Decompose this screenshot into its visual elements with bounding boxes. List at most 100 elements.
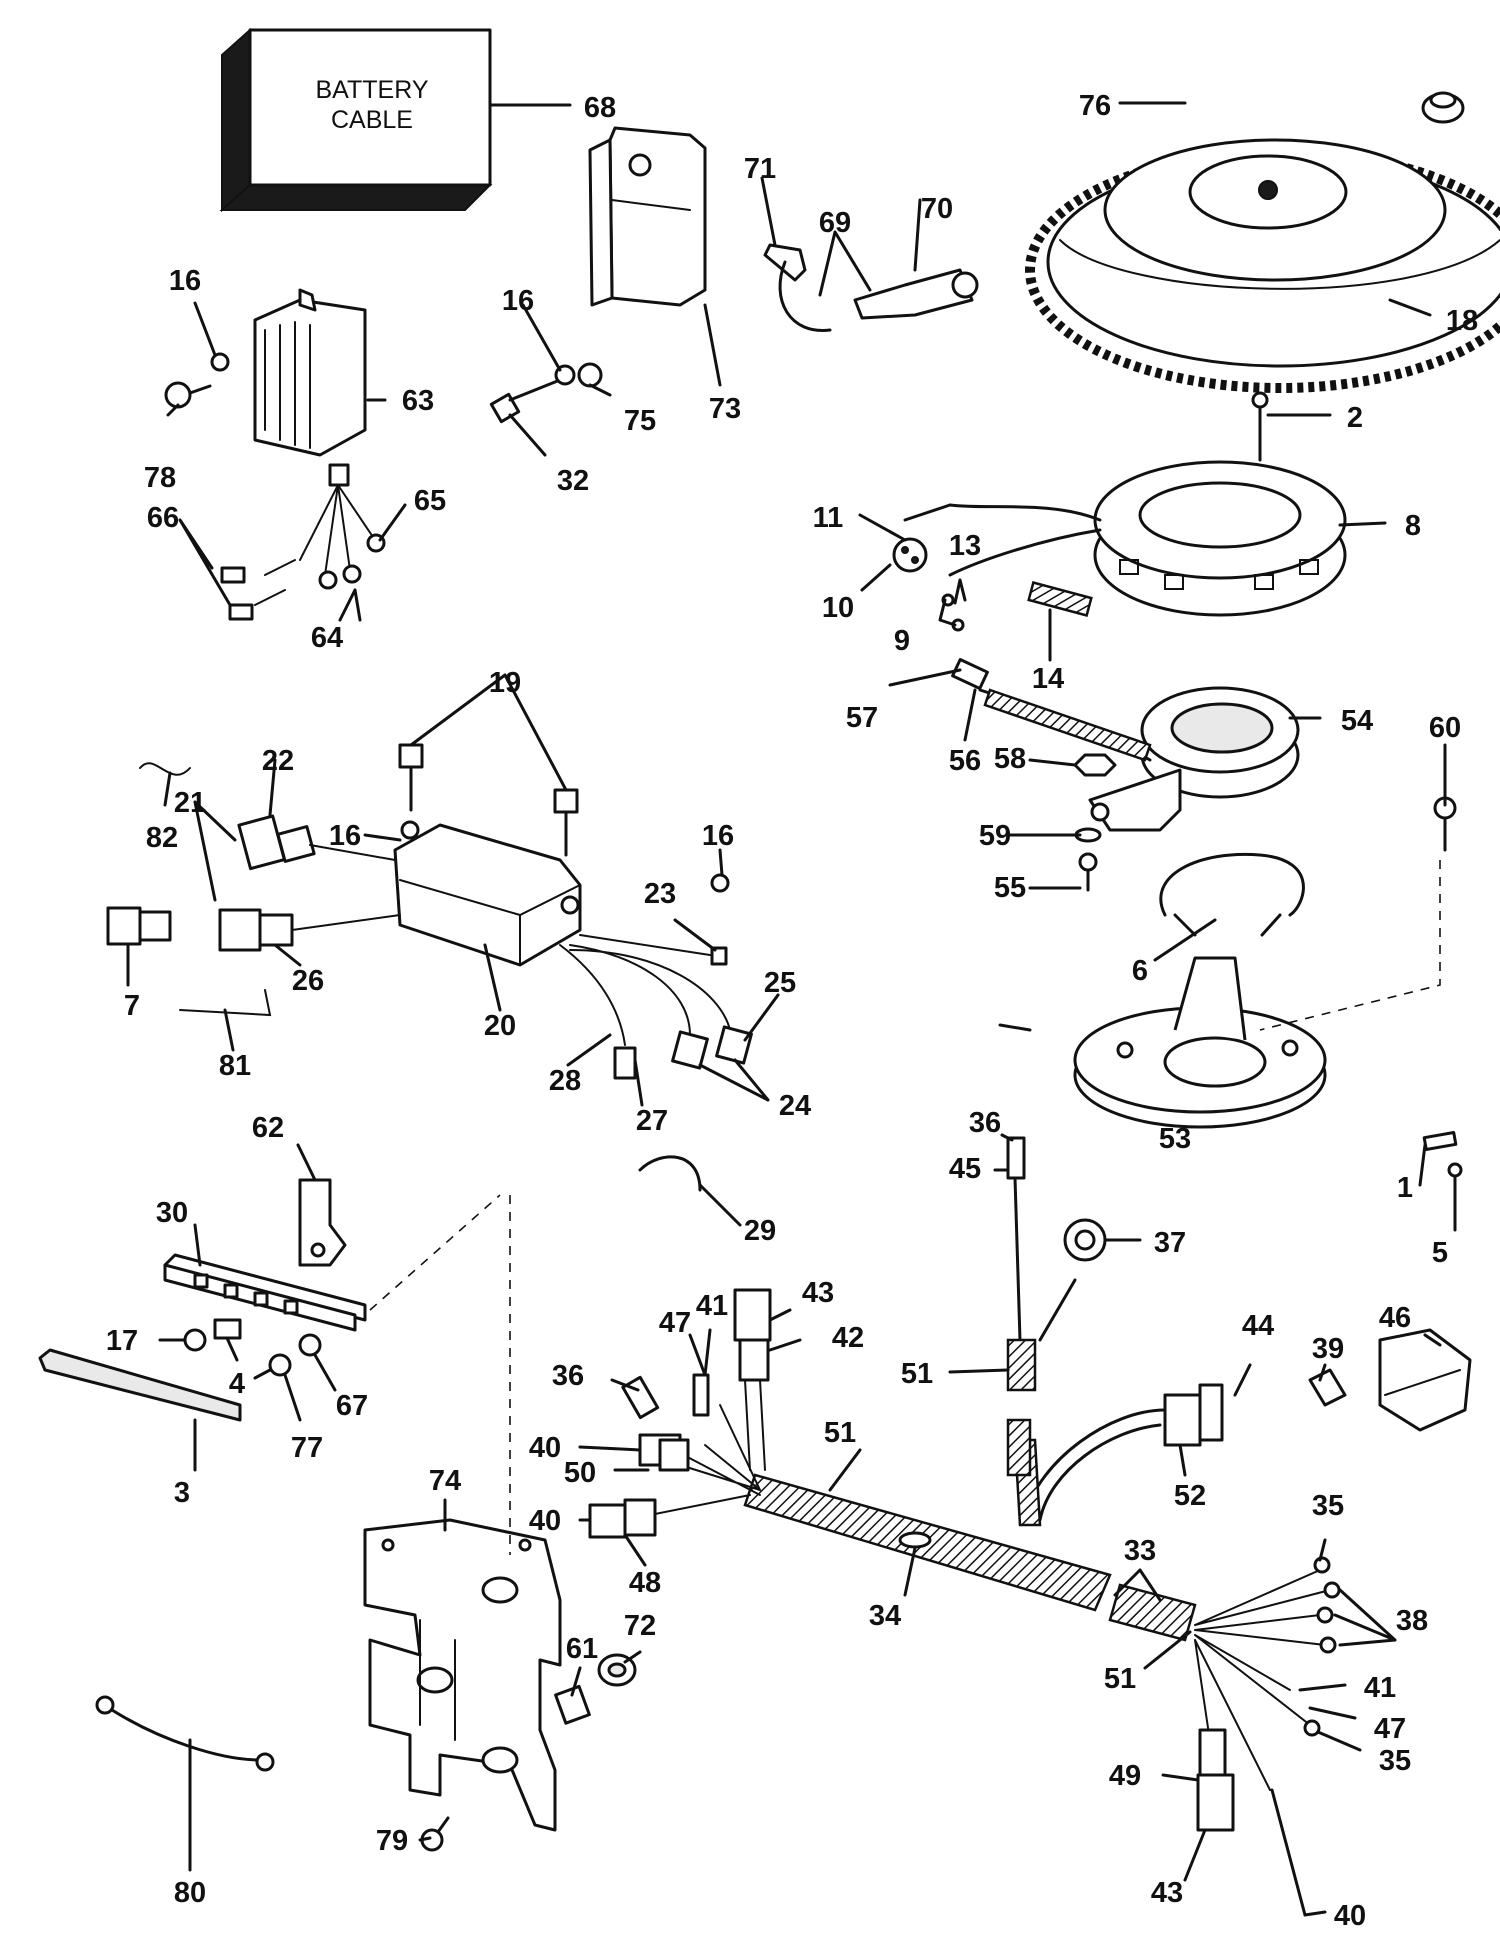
callout-36-a: 36 xyxy=(969,1107,1001,1139)
box-label-line1: BATTERY xyxy=(316,76,429,104)
callout-81: 81 xyxy=(219,1050,251,1082)
terminal-strip-30 xyxy=(163,1253,367,1332)
callout-16-b: 16 xyxy=(502,285,534,317)
tie-strap-29 xyxy=(638,1155,702,1192)
retainer-plate-53 xyxy=(1073,956,1327,1129)
callout-76: 76 xyxy=(1079,90,1111,122)
callout-71: 71 xyxy=(744,153,776,185)
connector-26 xyxy=(218,908,401,952)
flywheel-18 xyxy=(1025,138,1500,393)
screw-78 xyxy=(164,352,230,409)
callout-30: 30 xyxy=(156,1197,188,1229)
callout-38: 38 xyxy=(1396,1605,1428,1637)
callout-72: 72 xyxy=(624,1610,656,1642)
flywheel-nut-76 xyxy=(1421,91,1465,124)
callout-42: 42 xyxy=(832,1322,864,1354)
callout-55: 55 xyxy=(994,872,1026,904)
mounting-plate-74 xyxy=(363,1518,562,1832)
wires-24-25 xyxy=(559,944,753,1080)
callout-52: 52 xyxy=(1174,1480,1206,1512)
callout-10: 10 xyxy=(822,592,854,624)
terminal-1 xyxy=(1422,1130,1458,1152)
callout-17: 17 xyxy=(106,1325,138,1357)
stator-8 xyxy=(892,460,1347,617)
callout-2: 2 xyxy=(1347,402,1363,434)
callout-8: 8 xyxy=(1405,510,1421,542)
plug-7 xyxy=(106,906,172,946)
callout-35-b: 35 xyxy=(1379,1745,1411,1777)
terminal-39 xyxy=(1308,1368,1347,1407)
wire-clip-82 xyxy=(139,762,191,776)
callout-1: 1 xyxy=(1397,1172,1413,1204)
callout-79: 79 xyxy=(376,1825,408,1857)
callout-48: 48 xyxy=(629,1567,661,1599)
callout-82: 82 xyxy=(146,822,178,854)
callout-43-a: 43 xyxy=(802,1277,834,1309)
callout-16-c: 16 xyxy=(329,820,361,852)
callout-27: 27 xyxy=(636,1105,668,1137)
callout-61: 61 xyxy=(566,1633,598,1665)
sleeve-14 xyxy=(1027,581,1093,617)
bracket-62 xyxy=(298,1178,347,1267)
callout-20: 20 xyxy=(484,1010,516,1042)
leads-45-37 xyxy=(1006,1136,1107,1477)
callout-18: 18 xyxy=(1446,305,1478,337)
charge-coil-54 xyxy=(951,658,1300,832)
callout-47-b: 47 xyxy=(1374,1713,1406,1745)
callout-25: 25 xyxy=(764,967,796,999)
leader-60-53 xyxy=(1259,860,1441,1031)
callout-75: 75 xyxy=(624,405,656,437)
callout-67: 67 xyxy=(336,1390,368,1422)
callout-62: 62 xyxy=(252,1112,284,1144)
callout-77: 77 xyxy=(291,1432,323,1464)
callout-78: 78 xyxy=(144,462,176,494)
callout-53: 53 xyxy=(1159,1123,1191,1155)
callout-28: 28 xyxy=(549,1065,581,1097)
callout-54: 54 xyxy=(1341,705,1373,737)
callout-39: 39 xyxy=(1312,1333,1344,1365)
screw-2 xyxy=(1251,391,1269,462)
callout-24: 24 xyxy=(779,1090,811,1122)
bolt-32 xyxy=(489,362,603,424)
callout-45: 45 xyxy=(949,1153,981,1185)
battery-cable-box: BATTERY CABLE xyxy=(219,27,493,213)
callout-40-b: 40 xyxy=(529,1505,561,1537)
callout-43-b: 43 xyxy=(1151,1877,1183,1909)
callout-4: 4 xyxy=(229,1368,245,1400)
callout-47-a: 47 xyxy=(659,1307,691,1339)
callout-80: 80 xyxy=(174,1877,206,1909)
callout-58: 58 xyxy=(994,743,1026,775)
callout-9: 9 xyxy=(894,625,910,657)
callout-63: 63 xyxy=(402,385,434,417)
bullet-terminals xyxy=(621,1373,710,1420)
ground-terminal-23 xyxy=(579,873,730,966)
callout-57: 57 xyxy=(846,702,878,734)
callout-64: 64 xyxy=(311,622,343,654)
callout-7: 7 xyxy=(124,990,140,1022)
nut-67 xyxy=(298,1333,322,1357)
connectors-40-48-50 xyxy=(588,1433,690,1539)
ground-strap-80 xyxy=(95,1695,275,1772)
callout-11: 11 xyxy=(813,502,844,534)
callout-13: 13 xyxy=(949,530,981,562)
callout-44: 44 xyxy=(1242,1310,1274,1342)
callout-66: 66 xyxy=(147,502,179,534)
callout-6: 6 xyxy=(1132,955,1148,987)
cover-46 xyxy=(1378,1328,1472,1432)
callout-41-b: 41 xyxy=(1364,1672,1396,1704)
callout-5: 5 xyxy=(1432,1237,1448,1269)
callout-29: 29 xyxy=(744,1215,776,1247)
box-label-line2: CABLE xyxy=(331,106,413,134)
callout-60: 60 xyxy=(1429,712,1461,744)
callout-32: 32 xyxy=(557,465,589,497)
ignition-module-73 xyxy=(588,126,707,307)
callout-37: 37 xyxy=(1154,1227,1186,1259)
callout-73: 73 xyxy=(709,393,741,425)
callout-22: 22 xyxy=(262,745,294,777)
callout-70: 70 xyxy=(921,193,953,225)
callout-69: 69 xyxy=(819,207,851,239)
callout-26: 26 xyxy=(292,965,324,997)
regulator-63 xyxy=(220,288,386,621)
callout-68: 68 xyxy=(584,92,616,124)
callout-16-d: 16 xyxy=(702,820,734,852)
